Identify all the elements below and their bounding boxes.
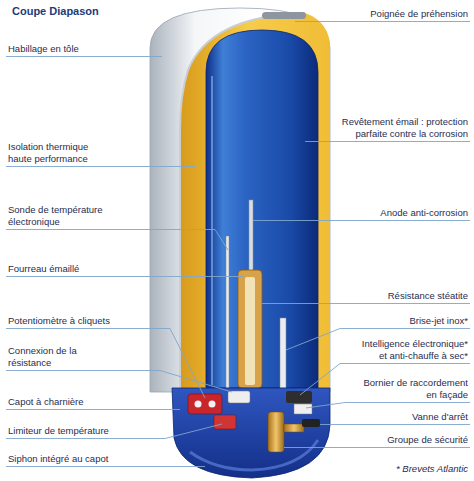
sensor-rod xyxy=(226,236,229,388)
leader-line xyxy=(6,56,162,57)
part-label: Limiteur de température xyxy=(8,425,109,437)
diagram-title: Coupe Diapason xyxy=(12,5,99,17)
part-label: Vanne d'arrêt xyxy=(412,411,468,423)
leader-line xyxy=(305,141,470,142)
knob-dot xyxy=(195,401,202,408)
part-label: Brise-jet inox* xyxy=(409,315,468,327)
leader-line xyxy=(306,403,470,409)
leader-line xyxy=(6,466,205,467)
safety-group xyxy=(268,412,284,452)
part-label: Isolation thermique haute performance xyxy=(8,141,100,165)
part-label: Capot à charnière xyxy=(8,396,84,408)
leader-line xyxy=(253,220,470,221)
steatite-element xyxy=(245,277,255,385)
brass-pipe xyxy=(284,424,304,432)
electronic-module xyxy=(286,391,312,403)
leader-line xyxy=(284,447,470,448)
leader-line xyxy=(6,166,195,167)
enamel-sheath xyxy=(238,270,262,388)
temperature-limiter xyxy=(214,415,236,429)
part-label: Connexion de la résistance xyxy=(8,345,78,369)
footnote: * Brevets Atlantic xyxy=(396,463,468,475)
siphon xyxy=(190,440,318,470)
part-label: Résistance stéatite xyxy=(388,290,468,302)
element-connector xyxy=(228,391,250,403)
handle-slot xyxy=(262,12,306,19)
outer-shell xyxy=(150,8,330,392)
part-label: Intelligence électronique* et anti-chauf… xyxy=(356,338,468,362)
leader-line xyxy=(6,424,222,439)
part-label: Habillage en tôle xyxy=(8,43,79,55)
leader-line xyxy=(320,424,470,425)
insulation-cut xyxy=(180,13,330,392)
leader-line xyxy=(6,371,232,393)
leader-line xyxy=(6,230,228,251)
part-label: Bornier de raccordement en façade xyxy=(358,377,468,401)
part-label: Poignée de préhension xyxy=(370,8,468,20)
tank-highlight xyxy=(211,76,213,385)
bottom-cover xyxy=(172,388,330,478)
leader-line xyxy=(6,276,244,277)
part-label: Groupe de sécurité xyxy=(387,434,468,446)
part-label: Siphon intégré au capot xyxy=(8,453,108,465)
knob-dot xyxy=(209,401,216,408)
terminal-block xyxy=(294,404,312,414)
part-label: Anode anti-corrosion xyxy=(380,207,468,219)
anode-rod xyxy=(249,200,253,275)
part-label: Revêtement émail : protection parfaite c… xyxy=(333,116,468,140)
part-label: Fourreau émaillé xyxy=(8,263,79,275)
tank xyxy=(206,30,318,388)
part-label: Sonde de température électronique xyxy=(8,204,108,228)
part-label: Potentiomètre à cliquets xyxy=(8,315,110,327)
leader-line xyxy=(6,409,180,410)
leader-line xyxy=(6,329,205,399)
valve-handle xyxy=(302,419,320,427)
jet-breaker-pipe xyxy=(280,318,286,388)
leader-line xyxy=(262,303,470,304)
leader-line xyxy=(295,21,470,22)
